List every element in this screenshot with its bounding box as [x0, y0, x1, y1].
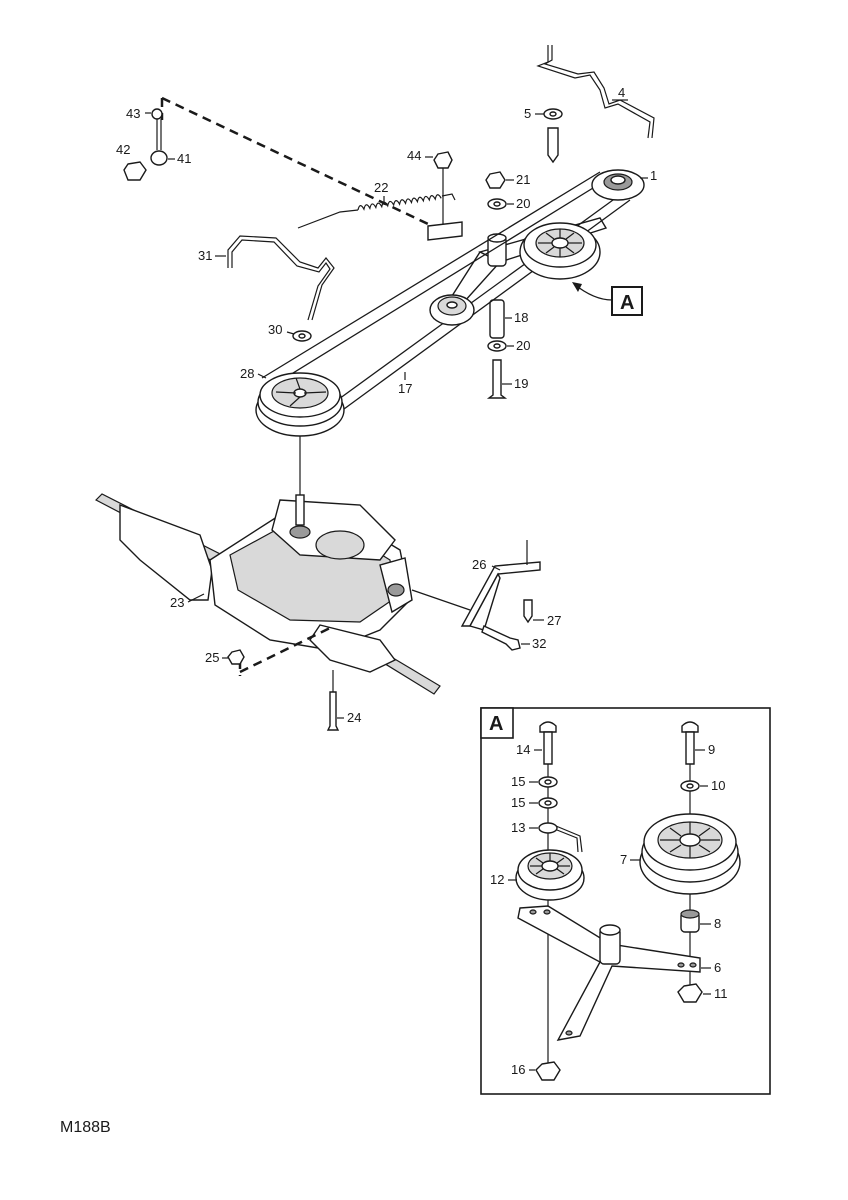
part-18-spacer [489, 299, 505, 339]
part-14-bolt-shank [543, 731, 553, 765]
part-25-nut [227, 649, 245, 665]
part-43-nut [151, 108, 163, 120]
idler-pulley-large-spokes [538, 229, 582, 257]
callout-14: 14 [516, 742, 530, 757]
part-13-tab-washer [538, 822, 558, 834]
callout-15-b: 15 [511, 795, 525, 810]
callout-20-upper: 20 [516, 196, 530, 211]
part-42-nut [123, 161, 147, 181]
callout-1: 1 [650, 168, 657, 183]
callout-16: 16 [511, 1062, 525, 1077]
part-5-screw [547, 127, 559, 164]
callout-12: 12 [490, 872, 504, 887]
diagram-code: M188B [60, 1119, 111, 1136]
callout-18: 18 [514, 310, 528, 325]
part-5-washer-hole [549, 111, 557, 117]
callout-23: 23 [170, 595, 184, 610]
detail-a-marker-label: A [620, 292, 634, 314]
part-23-transaxle [94, 493, 441, 695]
part-27-screw [523, 599, 533, 624]
callout-10: 10 [711, 778, 725, 793]
callout-13: 13 [511, 820, 525, 835]
part-32-bolt [481, 625, 521, 651]
dashed-link-lower [239, 626, 331, 674]
callout-30: 30 [268, 322, 282, 337]
callout-11: 11 [714, 986, 728, 1001]
part-41-eyebolt-eye [150, 150, 168, 166]
part-14-bolt-head [539, 721, 557, 733]
spring-bracket [427, 221, 463, 241]
part-44-nut [433, 151, 453, 169]
callout-4: 4 [618, 85, 625, 100]
detail-a-box [480, 707, 771, 1095]
callout-25: 25 [205, 650, 219, 665]
callout-17: 17 [398, 381, 412, 396]
callout-8: 8 [714, 916, 721, 931]
callout-44: 44 [407, 148, 421, 163]
part-6-arm [517, 905, 701, 1041]
detail-a-marker[interactable] [611, 286, 643, 316]
callout-20-lower: 20 [516, 338, 530, 353]
callout-15-a: 15 [511, 774, 525, 789]
callout-7: 7 [620, 852, 627, 867]
callout-22: 22 [374, 180, 388, 195]
part-19-bolt [486, 359, 508, 399]
callout-32: 32 [532, 636, 546, 651]
callout-21: 21 [516, 172, 530, 187]
callout-31: 31 [198, 248, 212, 263]
part-4-rod [536, 45, 655, 139]
callout-9: 9 [708, 742, 715, 757]
callout-43: 43 [126, 106, 140, 121]
part-11-nut [677, 983, 703, 1003]
part-9-bolt-head [681, 721, 699, 733]
callout-5: 5 [524, 106, 531, 121]
detail-a-box-header [480, 707, 514, 739]
callout-26: 26 [472, 557, 486, 572]
part-9-bolt-shank [685, 731, 695, 765]
part-31-rod [227, 235, 335, 321]
callout-24: 24 [347, 710, 361, 725]
part-24-bolt [326, 691, 340, 731]
callout-6: 6 [714, 960, 721, 975]
detail-a-box-label: A [489, 713, 503, 735]
part-21-nut [485, 171, 506, 189]
callout-28: 28 [240, 366, 254, 381]
callout-42: 42 [116, 142, 130, 157]
part-22-spring [297, 193, 456, 229]
callout-27: 27 [547, 613, 561, 628]
dashed-link-upper [161, 96, 446, 234]
callout-19: 19 [514, 376, 528, 391]
callout-41: 41 [177, 151, 191, 166]
part-16-nut [535, 1061, 561, 1081]
